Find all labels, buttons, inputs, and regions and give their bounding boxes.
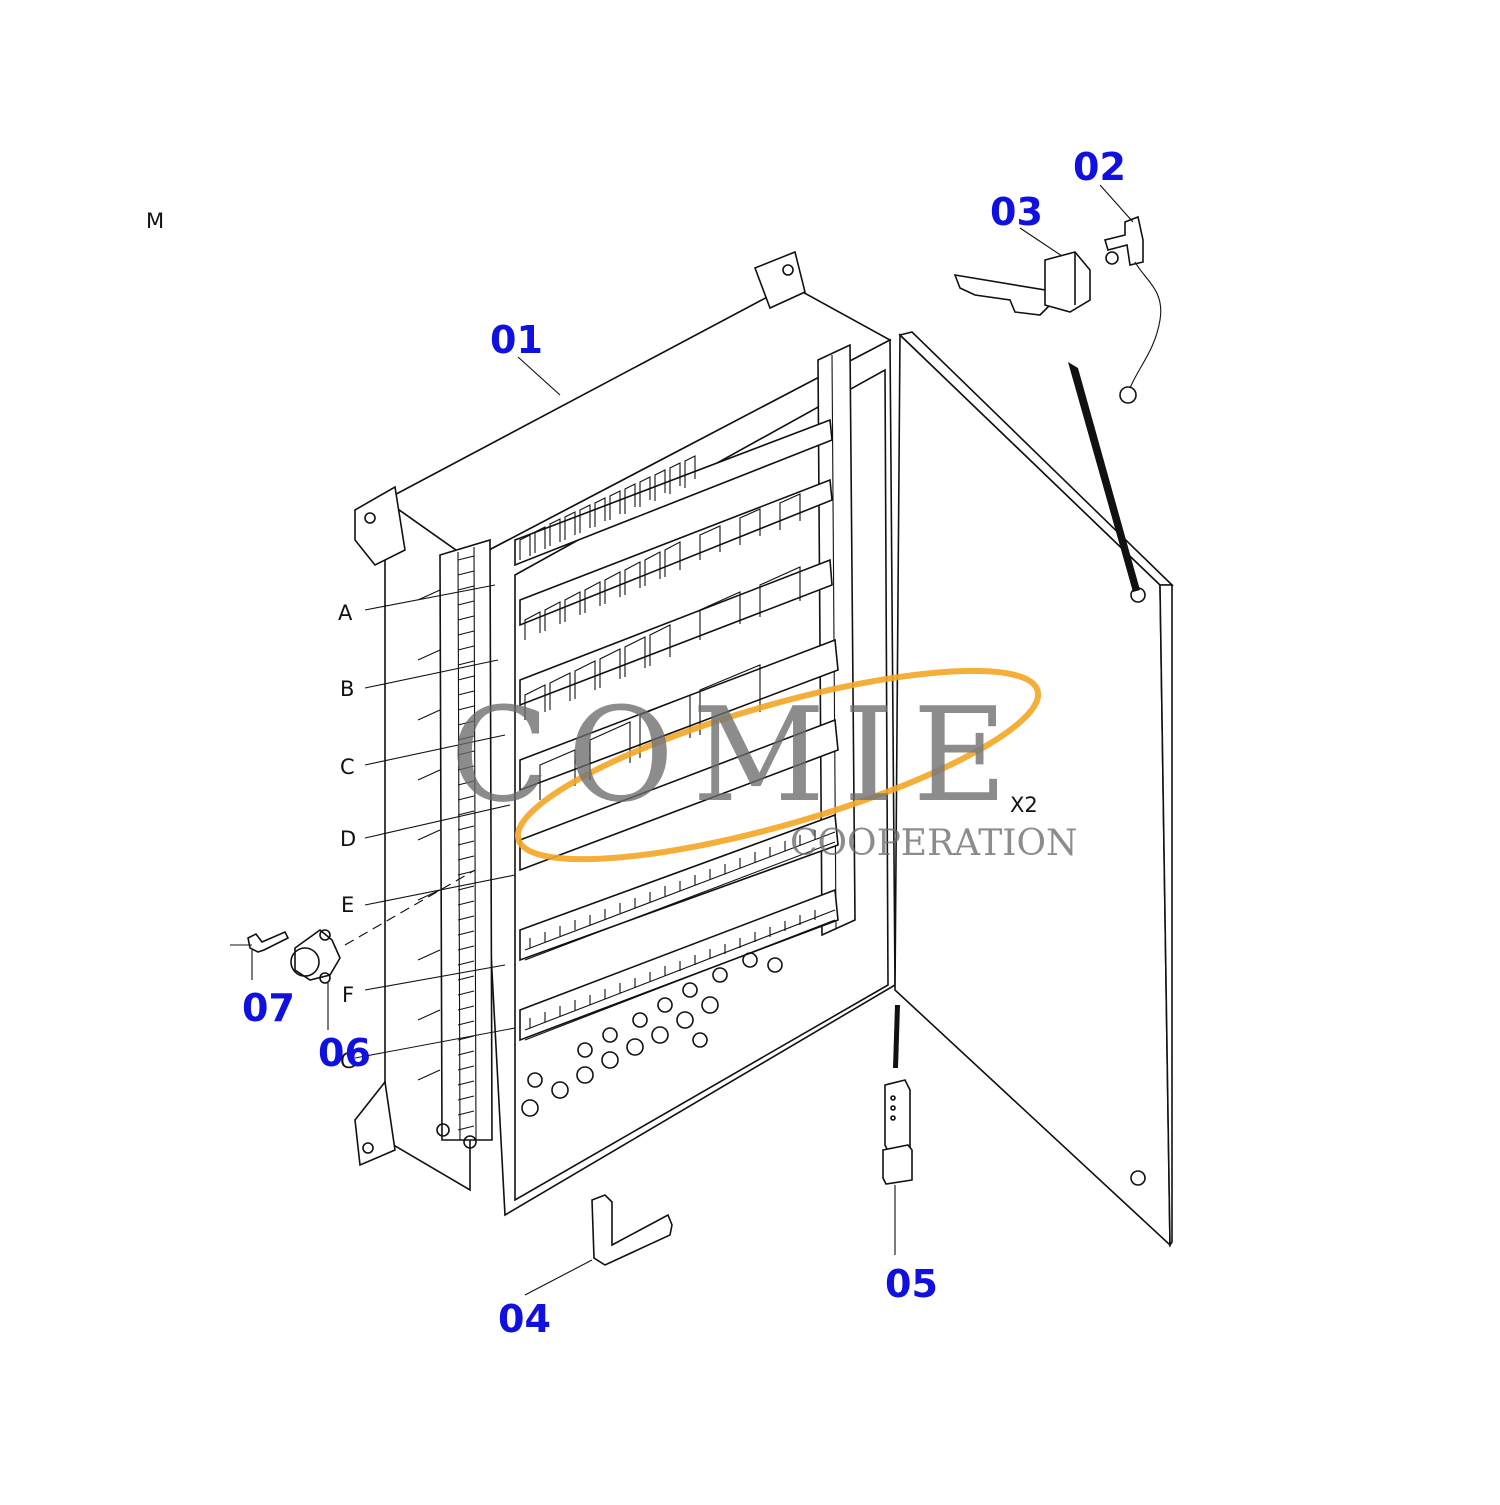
lock-cylinder-part [290, 928, 341, 984]
door-handle-part [953, 251, 1091, 316]
leader-lines [230, 184, 1134, 1296]
row-label-f: F [342, 983, 354, 1007]
door-label-x2: X2 [1010, 793, 1038, 817]
callout-07: 07 [242, 986, 295, 1030]
key-with-chain-part [1103, 215, 1162, 404]
row-label-e: E [341, 893, 354, 917]
angle-bracket-part [591, 1194, 673, 1266]
callout-05: 05 [885, 1262, 938, 1306]
row-label-a: A [338, 601, 353, 625]
callout-06: 06 [318, 1031, 371, 1075]
row-label-c: C [340, 755, 355, 779]
screw-part [247, 930, 290, 953]
row-label-g: G [340, 1049, 356, 1073]
row-label-d: D [340, 827, 356, 851]
assembly-arrow-upper [1068, 362, 1140, 592]
watermark-logo: COMIE COOPERATION [450, 667, 1077, 864]
corner-label: M [146, 209, 164, 233]
row-label-b: B [340, 677, 354, 701]
callout-01: 01 [490, 318, 543, 362]
callout-02: 02 [1073, 145, 1126, 189]
electrical-cabinet [354, 250, 896, 1217]
cabinet-door [894, 331, 1174, 1248]
callout-04: 04 [498, 1297, 551, 1341]
watermark-text: COMIE [450, 679, 1025, 831]
watermark-subtext: COOPERATION [790, 823, 1077, 864]
callout-03: 03 [990, 190, 1043, 234]
hinge-insert-part [882, 1005, 913, 1185]
